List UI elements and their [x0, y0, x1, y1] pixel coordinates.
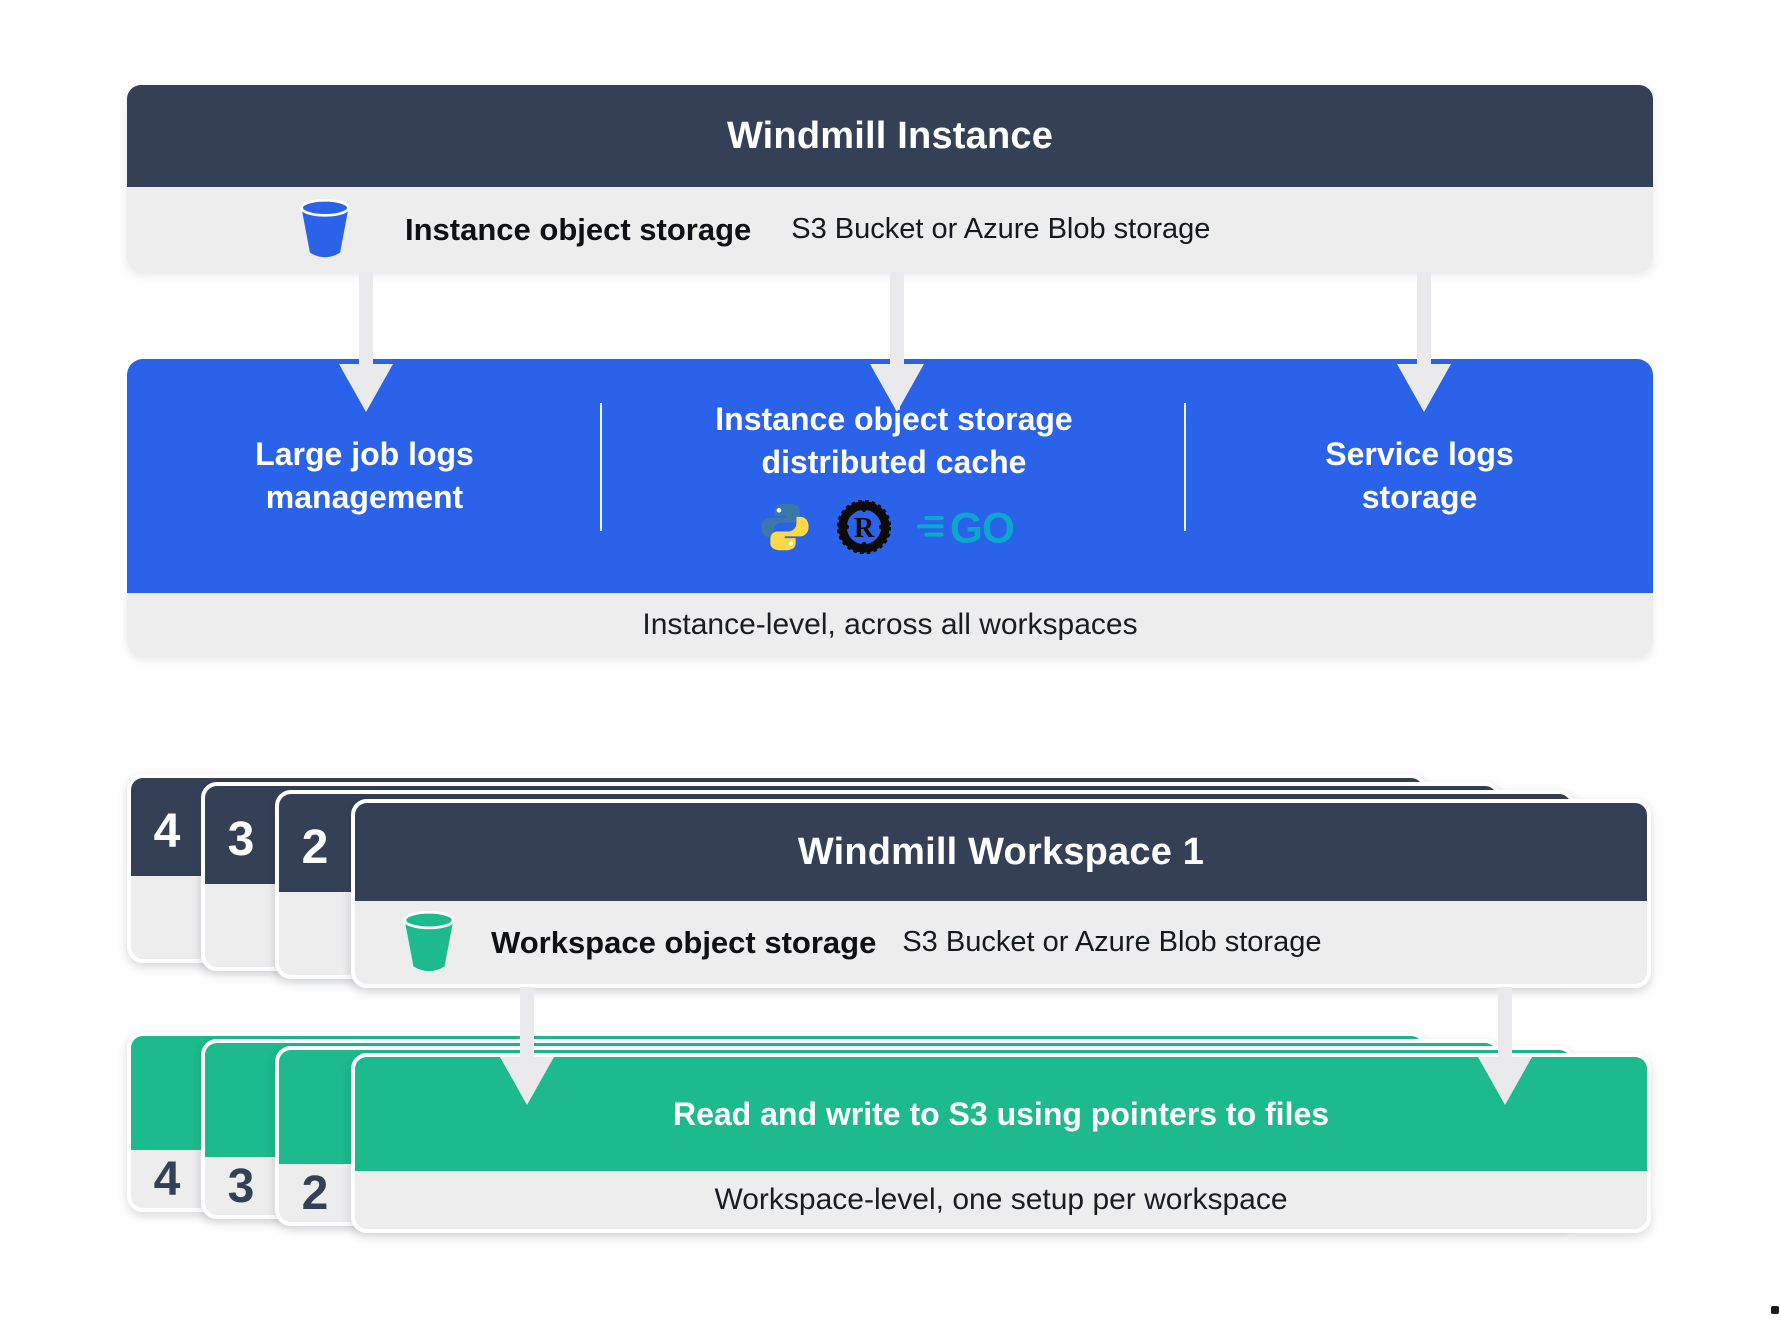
workspace-header: Windmill Workspace 1	[355, 803, 1647, 901]
instance-footer-text: Instance-level, across all workspaces	[642, 608, 1138, 641]
workspace-card-1: Windmill Workspace 1 Workspace object st…	[351, 799, 1651, 988]
workspace-title: Windmill Workspace 1	[797, 830, 1205, 873]
action-card-1: Read and write to S3 using pointers to f…	[351, 1053, 1651, 1233]
column-divider	[600, 403, 602, 531]
instance-storage-label: Instance object storage	[405, 211, 752, 247]
action-stack-number: 2	[301, 1166, 329, 1220]
action-footer-bar: Workspace-level, one setup per workspace	[355, 1171, 1647, 1229]
action-stack-number: 4	[153, 1152, 181, 1206]
workspace-stack-number: 3	[227, 812, 255, 866]
svg-text:GO: GO	[950, 505, 1014, 550]
action-footer-text: Workspace-level, one setup per workspace	[714, 1183, 1288, 1216]
arrow-shaft	[1417, 272, 1431, 368]
column-divider	[1184, 403, 1186, 531]
feature-service-logs: Service logs storage	[1186, 359, 1653, 593]
language-icons-row: R GO	[759, 500, 1029, 555]
workspace-stack-number: 4	[153, 804, 181, 858]
instance-footer-bar: Instance-level, across all workspaces	[127, 593, 1653, 657]
instance-storage-bar: Instance object storage S3 Bucket or Azu…	[127, 187, 1653, 272]
workspace-storage-sublabel: S3 Bucket or Azure Blob storage	[902, 926, 1322, 958]
action-stack-number: 3	[227, 1159, 255, 1213]
python-icon	[761, 503, 809, 551]
feature-label-line: distributed cache	[761, 444, 1027, 480]
arrow-head	[1478, 1057, 1532, 1105]
arrow-shaft	[520, 987, 534, 1063]
rust-icon: R	[837, 500, 891, 555]
action-title-band: Read and write to S3 using pointers to f…	[355, 1057, 1647, 1171]
arrow-shaft	[890, 272, 904, 368]
go-icon: GO	[917, 505, 1015, 550]
arrow-head	[870, 364, 924, 412]
bucket-icon	[300, 198, 350, 257]
feature-label-line: management	[265, 479, 464, 515]
arrow-head	[1397, 364, 1451, 412]
arrow-shaft	[359, 272, 373, 368]
workspace-storage-label: Workspace object storage	[491, 924, 877, 960]
instance-header: Windmill Instance	[127, 85, 1653, 187]
bucket-icon	[403, 910, 455, 971]
action-title: Read and write to S3 using pointers to f…	[672, 1095, 1330, 1132]
feature-large-job-logs: Large job logs management	[127, 359, 602, 593]
workspace-stack-number: 2	[301, 820, 329, 874]
workspace-storage-bar: Workspace object storage S3 Bucket or Az…	[355, 901, 1647, 984]
instance-storage-sublabel: S3 Bucket or Azure Blob storage	[791, 213, 1211, 245]
arrow-head	[500, 1057, 554, 1105]
instance-title: Windmill Instance	[726, 114, 1054, 157]
instance-card: Windmill Instance Instance object storag…	[127, 85, 1653, 272]
arrow-head	[339, 364, 393, 412]
feature-label-line: Service logs	[1325, 435, 1514, 472]
svg-text:R: R	[854, 513, 875, 544]
feature-label-line: Large job logs	[255, 435, 474, 472]
corner-artifact	[1771, 1306, 1779, 1314]
feature-label-line: storage	[1361, 479, 1478, 515]
arrow-shaft	[1498, 987, 1512, 1063]
